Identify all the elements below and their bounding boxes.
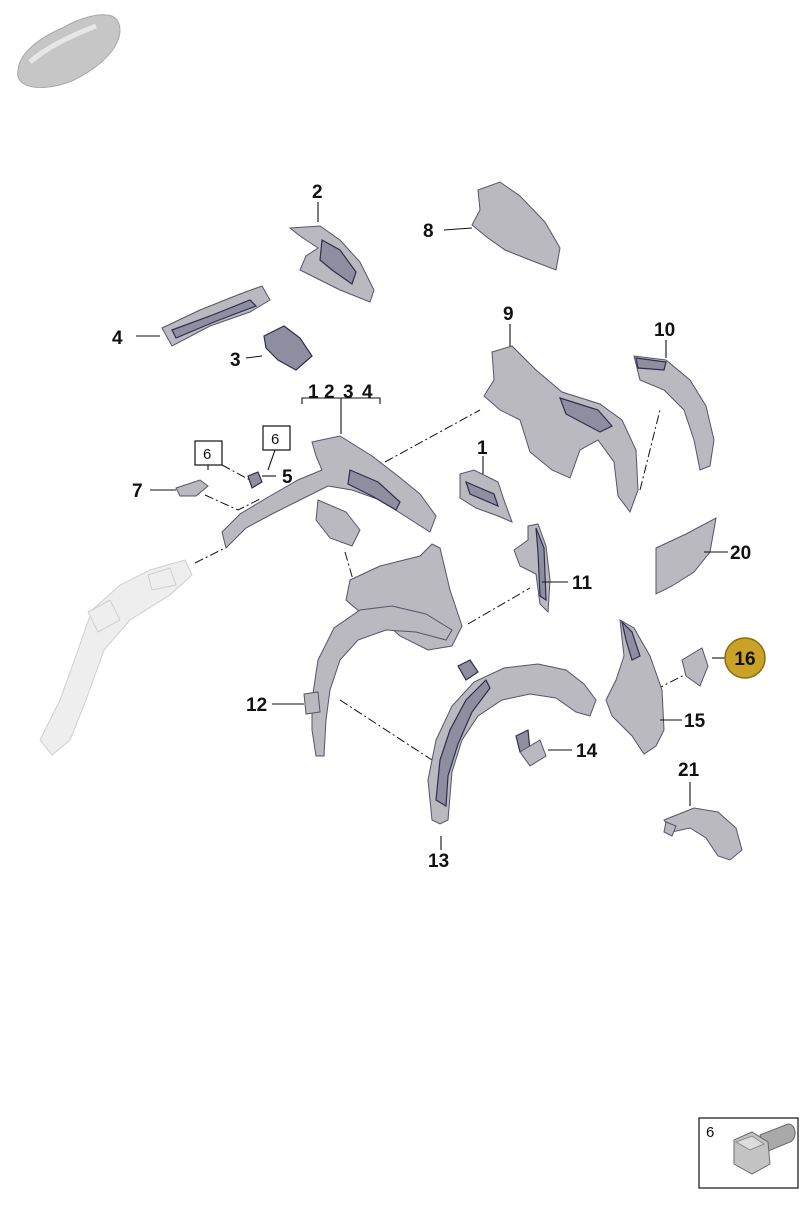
svg-text:6: 6	[271, 431, 279, 448]
part-1-panel[interactable]	[459, 469, 513, 523]
part-11-bracket[interactable]	[513, 523, 551, 614]
callout-21[interactable]: 21	[678, 760, 700, 781]
svg-text:4: 4	[362, 382, 373, 403]
vehicle-thumbnail	[17, 14, 121, 88]
part-15-panel[interactable]	[605, 619, 665, 755]
callout-14[interactable]: 14	[576, 741, 598, 762]
callout-5[interactable]: 5	[282, 467, 293, 488]
part-10-trim[interactable]	[633, 355, 715, 471]
part-3-bracket[interactable]	[263, 325, 313, 371]
group-label-1-2-3-4: 1 2 3 4	[308, 382, 373, 403]
callout-11[interactable]: 11	[572, 573, 593, 594]
part-2-pillar-reinforcement[interactable]	[288, 225, 375, 303]
callout-1[interactable]: 1	[477, 438, 488, 459]
callout-6-box-right[interactable]: 6	[262, 425, 291, 451]
part-13-wheel-arch-liner[interactable]	[427, 659, 597, 825]
part-assembly-1-2-3-4[interactable]	[221, 435, 437, 549]
svg-text:6: 6	[203, 446, 211, 463]
part-4-rail[interactable]	[161, 285, 271, 347]
callout-10[interactable]: 10	[654, 320, 675, 341]
svg-text:16: 16	[734, 649, 755, 670]
svg-text:1: 1	[308, 382, 319, 403]
legend-part-6: 6	[698, 1117, 799, 1189]
part-20-panel[interactable]	[655, 517, 717, 595]
ghost-body-frame	[39, 559, 193, 756]
legend-number: 6	[706, 1124, 714, 1141]
callout-7[interactable]: 7	[132, 481, 143, 502]
part-12-wheelhouse-outer[interactable]	[303, 605, 453, 757]
leader-lines	[136, 202, 728, 850]
callout-3[interactable]: 3	[230, 350, 241, 371]
part-14-bracket[interactable]	[515, 729, 547, 767]
callout-6-box-left[interactable]: 6	[194, 440, 223, 466]
part-5-clip[interactable]	[247, 471, 263, 489]
part-8-upper-panel[interactable]	[471, 181, 561, 271]
callout-2[interactable]: 2	[312, 182, 323, 203]
part-7-bracket[interactable]	[175, 479, 209, 497]
callout-9[interactable]: 9	[503, 304, 514, 325]
part-16-bracket[interactable]	[681, 647, 709, 687]
callout-8[interactable]: 8	[423, 221, 434, 242]
assembly-lines	[194, 409, 691, 761]
bolt-icon	[733, 1123, 796, 1175]
svg-text:2: 2	[324, 382, 335, 403]
svg-text:3: 3	[343, 382, 354, 403]
callout-13[interactable]: 13	[428, 851, 449, 872]
callout-12[interactable]: 12	[246, 695, 267, 716]
part-9-inner-quarter[interactable]	[483, 345, 639, 514]
callout-15[interactable]: 15	[684, 711, 706, 732]
callout-4[interactable]: 4	[112, 328, 123, 349]
callout-16-highlighted[interactable]: 16	[724, 637, 766, 679]
part-21-liner[interactable]	[663, 807, 743, 861]
callout-20[interactable]: 20	[730, 543, 751, 564]
